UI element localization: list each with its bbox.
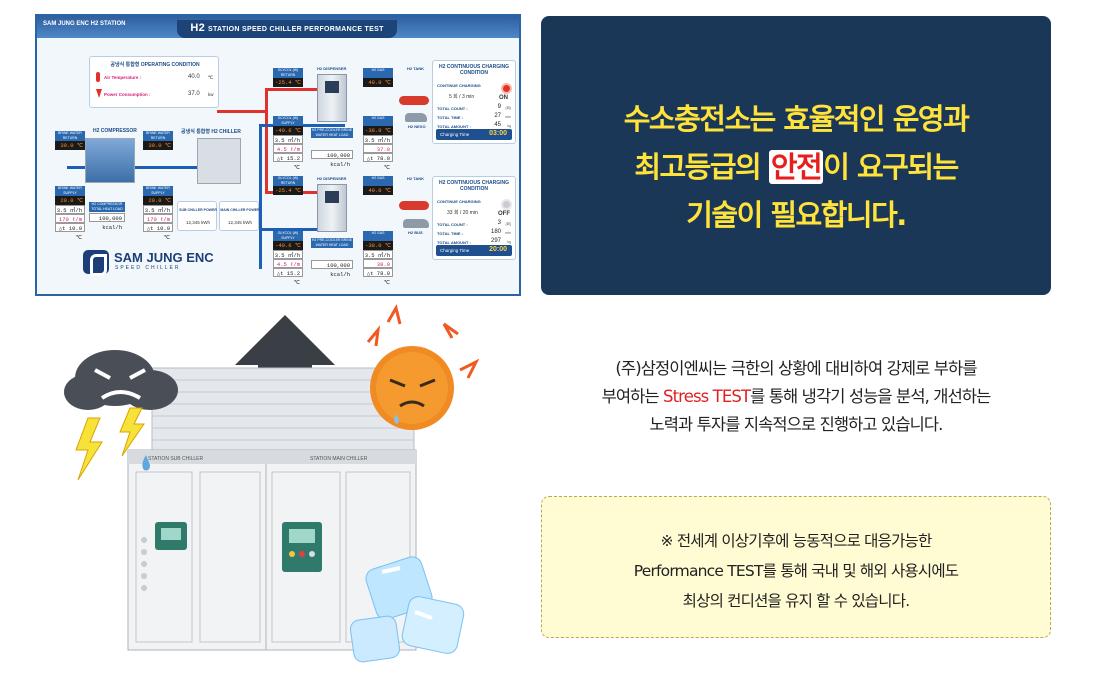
- charging-state-2: OFF: [498, 211, 510, 217]
- charging-state-1: ON: [499, 95, 508, 101]
- h2-car-icon: [405, 113, 427, 122]
- h2-compressor-unit: [85, 138, 135, 183]
- dashboard-brand-small: SAM JUNG ENC H2 STATION: [43, 21, 126, 27]
- h2-chiller-label: 공냉식 통합형 H2 CHILLER: [181, 129, 241, 135]
- sub-chiller-power-panel: SUB CHILLER POWER 12,345 kWh: [177, 201, 217, 231]
- angry-sun-icon: [366, 304, 480, 430]
- operating-condition-title: 공냉식 통합형 OPERATING CONDITION: [110, 62, 200, 68]
- hot-pipe-top: [217, 110, 267, 113]
- power-consumption-unit: kw: [208, 92, 214, 97]
- h2-dispenser-2: [317, 184, 347, 232]
- description-text: (주)삼정이엔씨는 극한의 상황에 대비하여 강제로 부하를 부여하는 Stre…: [541, 355, 1051, 439]
- stress-test-highlight: Stress TEST: [663, 387, 751, 406]
- main-chiller-power-panel: MAIN CHILLER POWER 12,345 kWh: [219, 201, 260, 231]
- headline-highlight: 안전: [768, 150, 824, 184]
- lightning-bolt-small-icon: [119, 407, 145, 457]
- chiller-supply-value: 20.0 ℃: [143, 196, 173, 205]
- charging-on-lamp: [501, 83, 512, 94]
- stress-test-illustration: STATION SUB CHILLER STATION MAIN CHILLER: [64, 304, 480, 663]
- brine-return-head: BRINE WATER RETURN: [55, 131, 85, 141]
- note-box: ※ 전세계 이상기후에 능동적으로 대응가능한 Performance TEST…: [541, 496, 1051, 638]
- description-line-1: (주)삼정이엔씨는 극한의 상황에 대비하여 강제로 부하를: [615, 359, 977, 378]
- brine-supply-value: 20.0 ℃: [55, 196, 85, 205]
- description-line-2: 부여하는 Stress TEST를 통해 냉각기 성능을 분석, 개선하는: [601, 387, 992, 406]
- sub-chiller-power-value: 12,345 kWh: [185, 220, 210, 225]
- chiller-supply-lpm: 170 ℓ/m: [143, 214, 173, 223]
- main-chiller-label: STATION MAIN CHILLER: [310, 456, 368, 462]
- note-line-2: Performance TEST를 통해 국내 및 해외 사용시에도: [633, 562, 959, 580]
- left-cold-pipe: [67, 166, 227, 169]
- air-temperature-label: Air Temperature :: [104, 75, 142, 80]
- h2-chiller-unit: [197, 138, 241, 184]
- charging-off-lamp: [501, 199, 512, 210]
- chiller-supply-head: BRINE WATER SUPPLY: [143, 186, 173, 196]
- charging-time-bar-2: Charging Time 20:00: [436, 245, 512, 256]
- brine-supply-head: BRINE WATER SUPPLY: [55, 186, 85, 196]
- chiller-supply-dt: △t 10.0 ℃: [143, 223, 173, 241]
- h2-comp-heat-value: 100,000 kcal/h: [89, 213, 125, 231]
- note-line-3: 최상의 컨디션을 유지 할 수 있습니다.: [682, 592, 910, 610]
- h2-compressor-label: H2 COMPRESSOR: [93, 128, 137, 134]
- hot-pipe-upper: [265, 88, 345, 91]
- chiller-return-head: BRINE WATER RETURN: [143, 131, 173, 141]
- h2-comp-heat-head: H2 COMPRESSOR TOTAL HEAT LOAD: [89, 202, 125, 212]
- air-temperature-value: 40.0: [188, 74, 200, 80]
- headline-card: 수소충전소는 효율적인 운영과 최고등급의 안전이 요구되는 기술이 필요합니다…: [541, 16, 1051, 295]
- h2-tank-1: [399, 96, 429, 105]
- chiller-return-value: 30.0 ℃: [143, 141, 173, 150]
- lightning-bolt-icon: [75, 417, 103, 481]
- main-chiller-power-value: 12,345 kWh: [227, 220, 252, 225]
- thermometer-icon: [96, 72, 100, 82]
- charging-condition-panel-1: H2 CONTINUOUS CHARGING CONDITION CONTINU…: [432, 60, 516, 144]
- cold-pipe-lower: [259, 228, 345, 231]
- brine-return-value: 30.0 ℃: [55, 141, 85, 150]
- cold-pipe-vertical: [259, 124, 262, 269]
- air-temperature-unit: ℃: [208, 75, 214, 80]
- power-consumption-value: 37.0: [188, 91, 200, 97]
- ice-cubes-icon: [349, 556, 465, 663]
- charging-condition-panel-2: H2 CONTINUOUS CHARGING CONDITION CONTINU…: [432, 176, 516, 260]
- h2-dispenser-1: [317, 74, 347, 122]
- hot-pipe-vertical: [265, 88, 268, 193]
- lightning-icon: [96, 89, 102, 98]
- chiller-supply-flow: 3.5 ㎥/h: [143, 205, 173, 214]
- logo-sub: SPEED CHILLER: [115, 265, 181, 271]
- note-line-1: ※ 전세계 이상기후에 능동적으로 대응가능한: [660, 532, 933, 550]
- headline-line-2: 최고등급의 안전이 요구되는: [634, 150, 959, 184]
- h2-tank-2: [399, 201, 429, 210]
- sub-chiller-label: STATION SUB CHILLER: [148, 456, 203, 462]
- headline-line-3: 기술이 필요합니다.: [686, 198, 907, 232]
- description-line-3: 노력과 투자를 지속적으로 진행하고 있습니다.: [649, 415, 943, 434]
- charging-time-bar-1: Charging Time 03:00: [436, 129, 512, 140]
- brine-supply-lpm: 170 ℓ/m: [55, 214, 85, 223]
- operating-condition-panel: 공냉식 통합형 OPERATING CONDITION Air Temperat…: [89, 56, 219, 108]
- hot-pipe-lower: [265, 191, 345, 194]
- headline-line-1: 수소충전소는 효율적인 운영과: [623, 102, 970, 136]
- h2-bus-icon: [403, 219, 429, 228]
- samjung-logo-mark-icon: [83, 250, 109, 276]
- brine-supply-flow: 3.5 ㎥/h: [55, 205, 85, 214]
- brine-supply-dt: △t 10.0 ℃: [55, 223, 85, 241]
- logo-name: SAM JUNG ENC: [114, 250, 214, 265]
- storm-cloud-icon: [64, 350, 178, 410]
- power-consumption-label: Power Consumption :: [104, 92, 151, 97]
